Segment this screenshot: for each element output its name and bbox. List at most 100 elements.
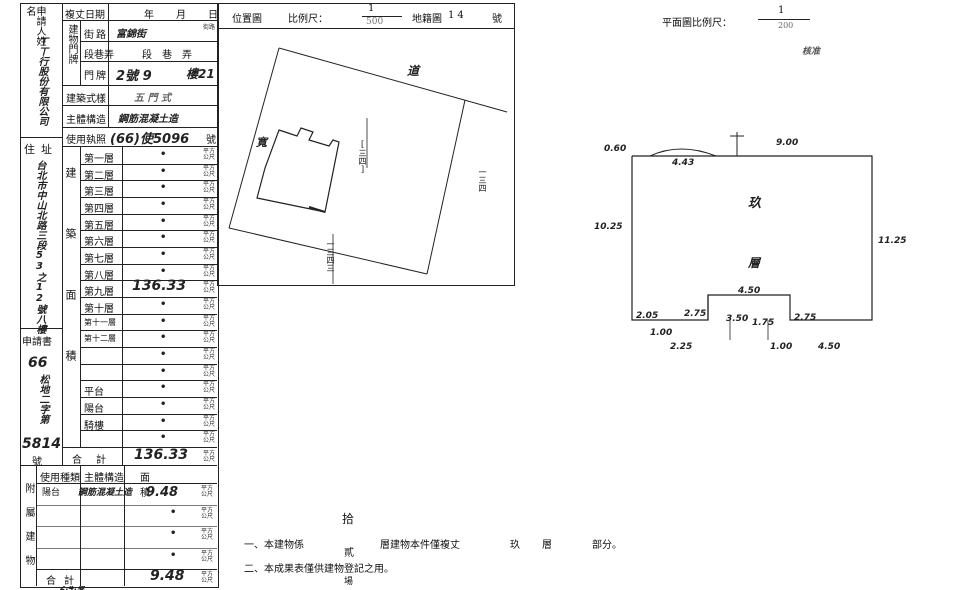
hline: [36, 526, 217, 527]
floor-area-unit: 平方公尺: [202, 281, 215, 295]
permit-row: 使用執照 (66)使5096 號: [62, 127, 217, 147]
floor-label: 第四層: [84, 204, 114, 215]
scale-fraction-bar: [362, 16, 402, 17]
hline: [36, 483, 217, 484]
hline: [62, 447, 217, 448]
dim-n3: 3.50: [726, 314, 749, 324]
dim-left: 10.25: [594, 222, 623, 232]
annex-total-unit: 平方公尺: [200, 571, 213, 584]
floor-area-value: •: [160, 199, 167, 210]
lot-label-b: 一三四: [478, 168, 487, 192]
hline: [80, 380, 217, 382]
hline: [80, 41, 217, 42]
floor-area-value: •: [160, 365, 167, 377]
lane-value: 段 巷 弄: [142, 50, 192, 61]
hline: [62, 146, 217, 147]
application-suffix: 號: [32, 457, 42, 468]
floor-area-value: •: [160, 249, 167, 260]
applicant-header-divider: [20, 137, 62, 138]
dim-n6: 1.00: [650, 328, 673, 338]
annex-area-unit: 平方公尺: [200, 549, 213, 563]
dim-n9: 4.50: [818, 342, 841, 352]
floor-label: 第九層: [84, 287, 114, 299]
floor-label: 第三層: [84, 187, 114, 199]
plan-scale-den: 200: [778, 21, 794, 30]
sheet-number: 14: [448, 10, 467, 21]
floor-label: 第六層: [84, 237, 114, 249]
floor-label: 第十層: [84, 304, 114, 315]
hline: [36, 569, 217, 570]
permit-unit: 號: [206, 135, 216, 146]
floor-area-unit: 平方公尺: [202, 298, 215, 311]
lot-left-char: 寬: [256, 136, 267, 149]
permit-value: (66)使5096: [110, 132, 190, 147]
floor-label: 第十二層: [84, 334, 116, 344]
annex-struct: 鋼筋混凝土造: [78, 488, 133, 498]
total-unit: 平方公尺: [202, 450, 215, 463]
floor-area-unit: 平方公尺: [202, 414, 215, 428]
vline: [122, 147, 123, 465]
hline: [20, 465, 217, 466]
location-scale-den: 500: [366, 17, 384, 27]
floor-area-value: •: [160, 382, 167, 394]
floor-area-unit: 平方公尺: [202, 248, 215, 261]
floor-area-unit: 平方公尺: [202, 398, 215, 411]
hline: [80, 213, 217, 215]
street-unit: 街路: [202, 24, 215, 31]
floor-outline: [631, 155, 873, 321]
annex-area: 9.48: [146, 485, 179, 500]
dim-n5: 2.75: [794, 313, 817, 323]
annex-area: •: [170, 528, 177, 539]
survey-date-label: 複丈日期: [65, 10, 105, 21]
permit-label: 使用執照: [66, 135, 106, 146]
location-map-label: 位置圖: [232, 14, 262, 25]
floor-area-unit: 平方公尺: [202, 331, 215, 345]
hline: [80, 280, 217, 282]
lot-label-c: 一三四三: [326, 240, 335, 272]
applicant-name-value: ㄒㄒ行股份有限公司: [36, 36, 47, 126]
floor-label: 第八層: [84, 270, 114, 282]
notes-small-mark: 場: [344, 577, 354, 587]
door-label: 門牌: [84, 71, 108, 82]
application-number: 5814: [22, 436, 61, 452]
floor-area-value: •: [160, 215, 167, 227]
balcony-arc: [649, 148, 717, 157]
floor-label: 第二層: [84, 170, 114, 182]
hline: [80, 297, 217, 298]
floor-area-unit: 平方公尺: [202, 431, 215, 445]
floor-area-value: •: [160, 399, 167, 410]
style-value: 五 門 式: [134, 93, 171, 104]
dim-right: 11.25: [878, 236, 907, 246]
dim-n4: 1.75: [752, 318, 775, 328]
floor-area-value: •: [160, 349, 167, 360]
hline: [62, 85, 217, 86]
application-label: 申請書: [22, 337, 52, 348]
address-label: 住址: [24, 143, 58, 156]
hline: [36, 504, 217, 506]
application-type: 松地二字第: [37, 374, 48, 424]
door-floor: 樓21: [186, 67, 215, 81]
floor-area-value: •: [160, 232, 167, 244]
annex-area: •: [170, 506, 177, 518]
note-1c: 層建物本件僅複丈: [380, 540, 460, 551]
lot-boundary: [228, 227, 428, 275]
hline: [80, 413, 217, 415]
approval-stamp: 核准: [802, 47, 821, 57]
lot-boundary: [426, 99, 466, 275]
street-label: 街路: [84, 30, 108, 41]
floor-area-value: •: [160, 299, 167, 310]
floor-area-value: •: [160, 149, 167, 160]
structure-value: 鋼筋混凝土造: [118, 114, 178, 125]
hline: [62, 105, 217, 106]
location-map-header-line: [217, 28, 515, 29]
floor-area-value: 136.33: [132, 278, 187, 295]
hline: [80, 163, 217, 165]
hline: [80, 230, 217, 232]
floor-label: 第十一層: [84, 317, 116, 327]
style-label: 建築式樣: [66, 94, 106, 105]
annex-side-label: 附屬建物: [23, 483, 34, 579]
hline: [80, 397, 217, 398]
annex-area-unit: 平方公尺: [200, 528, 213, 541]
floors-table: 建築面積 第一層•平方公尺第二層•平方公尺第三層•平方公尺第四層•平方公尺第五層…: [62, 147, 217, 466]
sheet-unit: 號: [492, 14, 502, 25]
